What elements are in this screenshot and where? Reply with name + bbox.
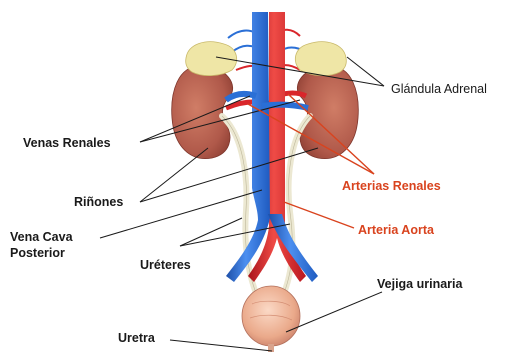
urinary-bladder bbox=[242, 286, 300, 346]
left-kidney bbox=[172, 66, 233, 159]
right-adrenal-gland bbox=[295, 42, 346, 76]
ureters-leader-1 bbox=[180, 218, 242, 246]
left-adrenal-gland bbox=[186, 42, 237, 76]
label-ureters: Uréteres bbox=[140, 258, 191, 272]
left-renal-vein bbox=[226, 94, 256, 100]
aorta-leader bbox=[284, 202, 354, 228]
label-kidneys: Riñones bbox=[74, 195, 123, 209]
label-aorta: Arteria Aorta bbox=[358, 223, 435, 237]
vena-cava-leader bbox=[100, 190, 262, 238]
kidneys-leader-1 bbox=[140, 148, 208, 202]
label-urethra: Uretra bbox=[118, 331, 156, 345]
label-vena-cava-line2: Posterior bbox=[10, 246, 65, 260]
label-adrenal-gland: Glándula Adrenal bbox=[391, 82, 487, 96]
label-bladder: Vejiga urinaria bbox=[377, 277, 464, 291]
anatomy bbox=[172, 12, 359, 352]
label-renal-veins: Venas Renales bbox=[23, 136, 111, 150]
bladder-leader bbox=[286, 292, 382, 332]
label-renal-arteries: Arterias Renales bbox=[342, 179, 441, 193]
label-vena-cava-line1: Vena Cava bbox=[10, 230, 74, 244]
